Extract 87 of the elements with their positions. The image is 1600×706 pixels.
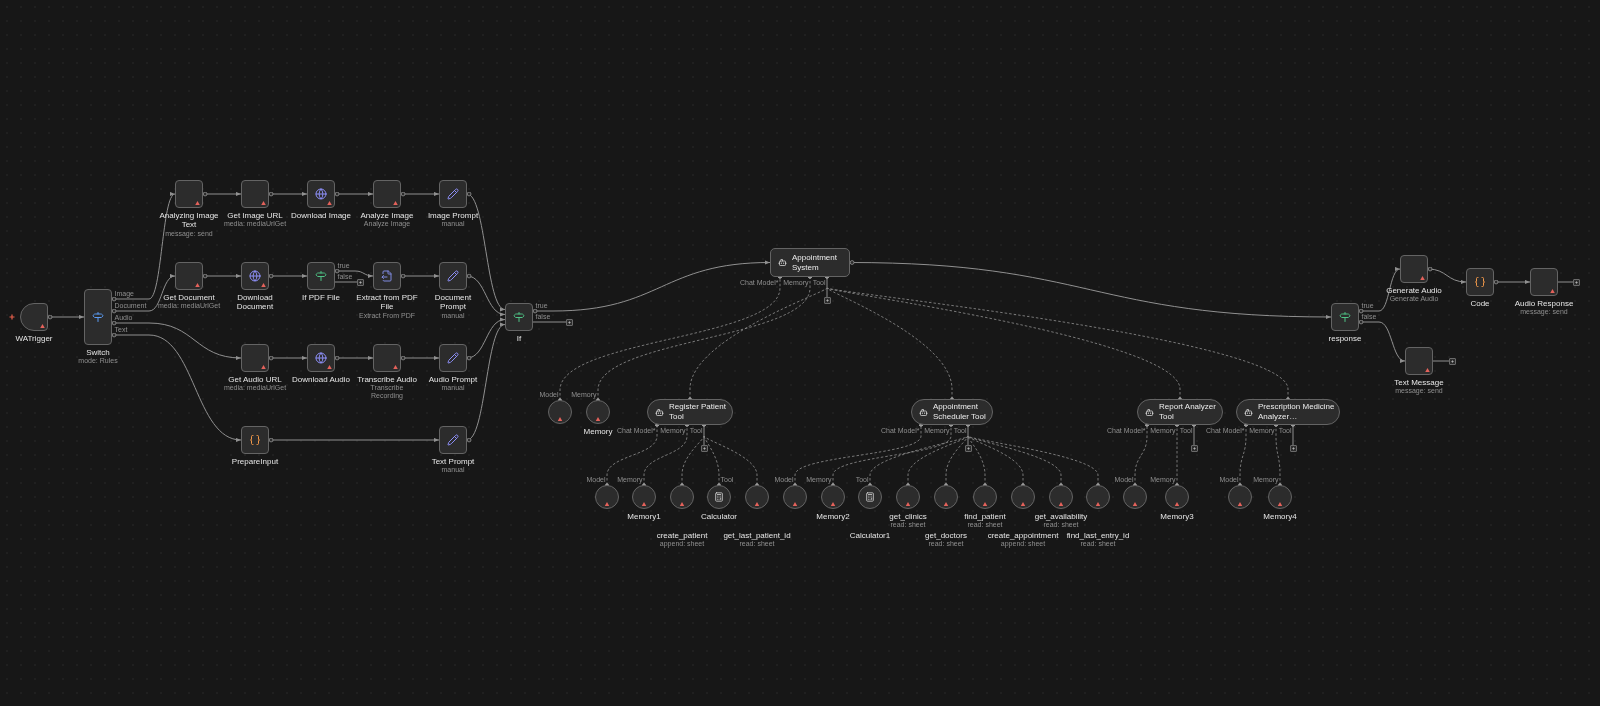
add-button (1289, 445, 1297, 452)
add-button (964, 445, 972, 452)
agent-title: Register Patient Tool (669, 402, 727, 422)
arrow-connector (111, 320, 242, 360)
node-title: Get Image URL (227, 210, 283, 221)
arrow-connector (268, 273, 308, 279)
node-title: Generate Audio (1386, 285, 1442, 296)
agent-title: Appointment System (792, 252, 838, 273)
node-title: WATrigger (15, 333, 53, 344)
add-button (1449, 357, 1456, 365)
agent-title: Report Analyzer Tool (1159, 402, 1217, 422)
node-title: Transcribe Audio (357, 374, 417, 385)
node-title: Text Message (1394, 377, 1444, 388)
arrow-connector (466, 191, 506, 310)
node-title: PrepareInput (231, 456, 279, 467)
add-button (1190, 445, 1198, 452)
arrow-connector (334, 355, 374, 361)
arrow-connector (111, 193, 176, 302)
node-title: create_patient (656, 530, 708, 541)
node-title: Download Image (290, 210, 351, 221)
arrow-connector (400, 355, 440, 361)
arrow-connector (1358, 268, 1401, 314)
node-title: Switch (86, 347, 110, 358)
add-button (700, 445, 708, 452)
node-title: Image Prompt (427, 210, 479, 221)
node-title: get_doctors (925, 530, 967, 541)
arrow-connector (400, 273, 440, 279)
node-title: find_patient (964, 511, 1006, 522)
agent-title: Appointment Scheduler Tool (933, 402, 987, 422)
line-connector (967, 435, 969, 446)
line-connector (1432, 360, 1450, 362)
node-title: Analyzing Image Text (158, 210, 220, 230)
arrow-connector (268, 191, 308, 197)
arrow-connector (111, 275, 176, 314)
node-title: Calculator1 (849, 530, 891, 541)
agent-title: Prescription Medicine Analyzer… (1258, 402, 1336, 422)
node-title: Memory1 (627, 511, 661, 522)
line-connector (1557, 281, 1574, 283)
arrow-connector (268, 437, 440, 443)
arrow-connector (1427, 266, 1467, 284)
node-title: If PDF File (302, 292, 340, 303)
node-title: If (516, 333, 522, 344)
arrow-connector (466, 273, 506, 316)
arrow-connector (1358, 319, 1406, 362)
node-title: Memory2 (816, 511, 850, 522)
arrow-connector (466, 324, 506, 443)
node-title: find_last_entry_id (1066, 530, 1130, 541)
line-connector (826, 287, 828, 298)
node-title: Download Document (235, 292, 275, 312)
arrow-connector (466, 318, 506, 361)
node-title: create_appointment (987, 530, 1059, 541)
node-title: Text Prompt (431, 456, 475, 467)
node-title: Get Document (163, 292, 215, 303)
add-button (1573, 278, 1580, 286)
add-button (566, 318, 573, 326)
arrow-connector (400, 191, 440, 197)
line-connector (703, 435, 705, 446)
node-title: Memory4 (1263, 511, 1297, 522)
node-title: Get Audio URL (228, 374, 282, 385)
add-button (823, 297, 831, 304)
node-title: response (1328, 333, 1362, 344)
node-title: Memory (583, 426, 613, 437)
arrow-connector (1493, 279, 1531, 285)
arrow-connector (47, 314, 85, 320)
node-title: Audio Response (1514, 298, 1574, 309)
node-title: Download Audio (292, 374, 350, 385)
node-title: Document Prompt (433, 292, 473, 312)
add-button (357, 278, 364, 286)
node-title: get_clinics (889, 511, 927, 522)
line-connector (334, 281, 358, 283)
node-title: get_availability (1034, 511, 1088, 522)
arrow-connector (334, 268, 374, 278)
node-title: Audio Prompt (428, 374, 478, 385)
arrow-connector (202, 191, 242, 197)
arrow-connector (532, 260, 771, 314)
node-title: Code (1470, 298, 1490, 309)
node-title: Calculator (701, 511, 737, 522)
node-title: Analyze Image (360, 210, 414, 221)
arrow-connector (268, 355, 308, 361)
line-connector (532, 321, 567, 323)
arrow-connector (334, 191, 374, 197)
arrow-connector (849, 260, 1332, 319)
node-title: Memory3 (1160, 511, 1194, 522)
arrow-connector (111, 332, 242, 442)
node-title: Extract from PDF File (355, 292, 419, 312)
arrow-connector (202, 273, 242, 279)
node-title: get_last_patient_id (723, 530, 791, 541)
